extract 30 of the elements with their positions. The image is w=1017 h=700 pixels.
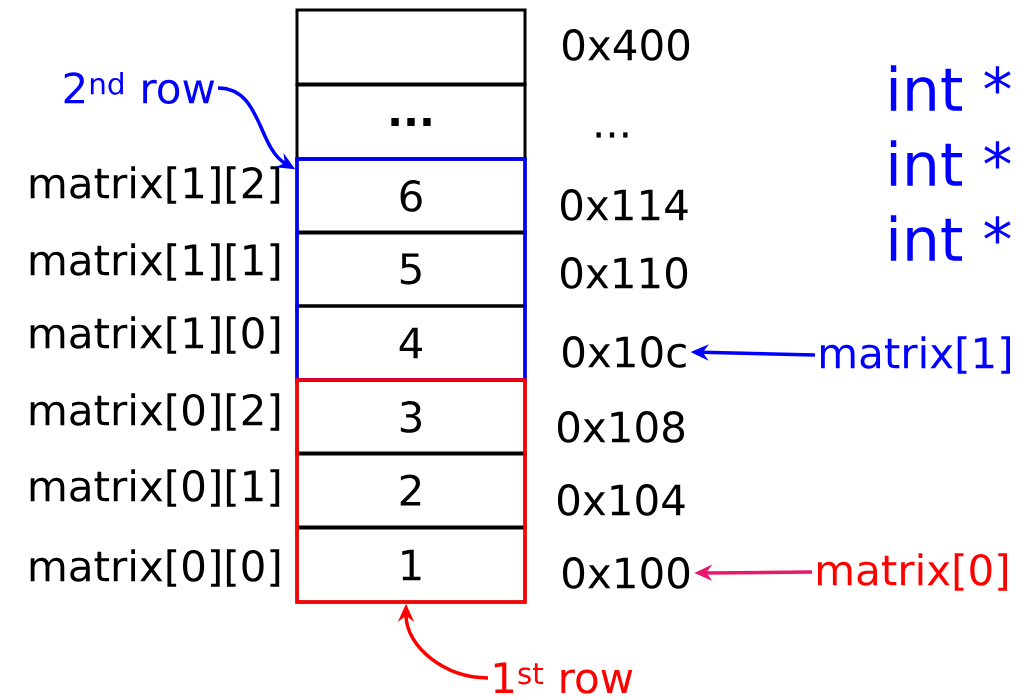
address-text: 0x10c: [563, 336, 686, 368]
address-text: 0x108: [558, 411, 685, 443]
annotation-text: 1$^{st}$ row: [494, 662, 633, 694]
address-text: 0x100: [563, 557, 690, 589]
cell-name: matrix[1][2]: [30, 166, 280, 204]
cell-name: matrix[1][1]: [30, 243, 280, 281]
cell-name: matrix[1][0]: [30, 316, 280, 354]
pointer-text: matrix[1]: [821, 336, 1010, 374]
cell-name: matrix[0][2]: [30, 393, 280, 431]
annotation-text: 2$^{nd}$ row: [64, 72, 215, 104]
memory-cell: 6: [295, 157, 527, 235]
memory-cell: [295, 8, 527, 86]
cell-name: matrix[0][1]: [30, 469, 280, 507]
address-text: 0x110: [561, 257, 688, 289]
pointer-text: matrix[0]: [818, 553, 1007, 591]
code-text: int *: [890, 65, 1011, 111]
address-text: ...: [596, 132, 628, 138]
memory-cell: 4: [295, 304, 527, 382]
memory-cell: 1: [295, 526, 527, 604]
row-outline: [295, 378, 527, 604]
code-text: int *: [890, 215, 1011, 261]
address-text: 0x104: [558, 484, 685, 516]
memory-cell: 3: [295, 378, 527, 456]
memory-cell: 5: [295, 230, 527, 308]
memory-cell: 2: [295, 451, 527, 529]
address-text: 0x114: [561, 189, 688, 221]
memory-cell: ...: [295, 83, 527, 161]
address-text: 0x400: [563, 29, 690, 61]
code-text: int *: [890, 140, 1011, 186]
cell-name: matrix[0][0]: [30, 549, 280, 587]
